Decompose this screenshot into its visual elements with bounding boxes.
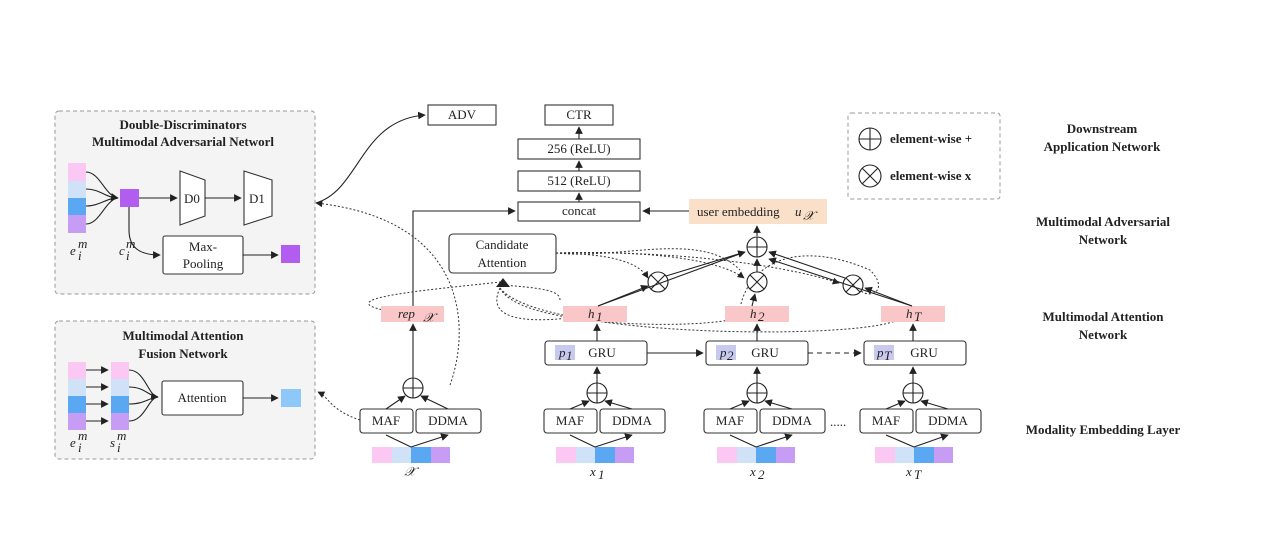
svg-text:DDMA: DDMA (428, 413, 468, 428)
discriminator-d1 (243, 170, 273, 226)
svg-text:p: p (719, 345, 727, 360)
svg-text:i: i (78, 248, 82, 263)
svg-text:i: i (126, 248, 130, 263)
svg-text:T: T (914, 467, 922, 482)
svg-text:e: e (70, 435, 76, 450)
svg-text:GRU: GRU (910, 345, 938, 360)
input-xT: x T (875, 435, 953, 482)
hidden-h1 (563, 306, 627, 322)
svg-text:GRU: GRU (588, 345, 616, 360)
svg-text:e: e (70, 243, 76, 258)
svg-text:MAF: MAF (872, 413, 900, 428)
svg-text:Multimodal Attention: Multimodal Attention (1043, 309, 1165, 324)
user-embedding-label: user embedding (697, 204, 780, 219)
attention-output (281, 389, 301, 407)
att-s-stack (111, 362, 129, 430)
svg-text:i: i (78, 440, 82, 455)
legend-plus: element-wise + (890, 131, 972, 146)
ctr-box (544, 104, 614, 126)
svg-text:concat: concat (562, 203, 596, 218)
svg-text:h: h (588, 306, 595, 321)
adv-embedding-stack (68, 163, 86, 233)
stepT-modules: MAF DDMA (859, 399, 982, 434)
svg-text:h: h (750, 306, 757, 321)
svg-text:Pooling: Pooling (183, 256, 224, 271)
svg-text:MAF: MAF (556, 413, 584, 428)
svg-text:D0: D0 (184, 191, 200, 206)
adv-box (427, 104, 497, 126)
svg-text:𝒳: 𝒳 (404, 464, 419, 479)
ellipsis: ..... (830, 414, 846, 429)
svg-text:u: u (795, 204, 802, 219)
adv-panel-title-1: Double-Discriminators (119, 117, 246, 132)
step1-modules: MAF DDMA (543, 399, 666, 434)
svg-text:Fusion Network: Fusion Network (138, 346, 228, 361)
svg-text:m: m (78, 428, 87, 443)
svg-text:Network: Network (1079, 232, 1128, 247)
svg-text:D1: D1 (249, 191, 265, 206)
svg-text:c: c (119, 243, 125, 258)
step2-modules: MAF DDMA (703, 399, 826, 434)
svg-text:m: m (126, 236, 135, 251)
maxpool-output (281, 245, 300, 263)
svg-text:DDMA: DDMA (612, 413, 652, 428)
svg-text:Multimodal Attention: Multimodal Attention (123, 328, 245, 343)
svg-text:Max-: Max- (189, 239, 217, 254)
discriminator-d0 (179, 170, 206, 226)
svg-text:x: x (749, 464, 756, 479)
svg-text:x: x (589, 464, 596, 479)
svg-text:Application Network: Application Network (1044, 139, 1161, 154)
svg-text:2: 2 (727, 348, 734, 363)
svg-text:h: h (906, 306, 913, 321)
svg-text:s: s (110, 435, 115, 450)
svg-text:CTR: CTR (566, 107, 592, 122)
svg-text:1: 1 (596, 309, 603, 324)
svg-text:1: 1 (598, 467, 605, 482)
svg-text:m: m (117, 428, 126, 443)
svg-text:DDMA: DDMA (772, 413, 812, 428)
svg-text:Attention: Attention (477, 255, 527, 270)
adversarial-panel: Double-Discriminators Multimodal Adversa… (54, 110, 316, 295)
svg-text:p: p (876, 345, 884, 360)
attention-fusion-panel: Multimodal Attention Fusion Network Atte… (54, 320, 316, 460)
input-x2: x 2 (717, 435, 795, 482)
svg-text:Network: Network (1079, 327, 1128, 342)
svg-text:Multimodal Adversarial: Multimodal Adversarial (1036, 214, 1170, 229)
svg-text:512 (ReLU): 512 (ReLU) (547, 173, 610, 188)
rep-x-box (381, 306, 444, 322)
svg-text:ADV: ADV (448, 107, 477, 122)
svg-text:GRU: GRU (751, 345, 779, 360)
legend: element-wise + element-wise x (847, 112, 1001, 200)
candidate-modules: MAF DDMA (359, 395, 482, 434)
svg-text:256 (ReLU): 256 (ReLU) (547, 141, 610, 156)
svg-text:m: m (78, 236, 87, 251)
legend-times: element-wise x (890, 168, 972, 183)
svg-text:2: 2 (758, 309, 765, 324)
svg-text:Downstream: Downstream (1067, 121, 1138, 136)
svg-text:Attention: Attention (177, 390, 227, 405)
svg-text:1: 1 (566, 348, 573, 363)
svg-text:2: 2 (758, 467, 765, 482)
hidden-hT (881, 306, 945, 322)
svg-text:T: T (884, 348, 892, 363)
svg-text:MAF: MAF (716, 413, 744, 428)
input-x1: x 1 (556, 435, 634, 482)
svg-text:DDMA: DDMA (928, 413, 968, 428)
user-embedding-box (689, 199, 827, 224)
layer-labels: Downstream Application Network Multimoda… (1026, 121, 1181, 437)
hidden-h2 (725, 306, 789, 322)
svg-text:T: T (914, 309, 922, 324)
svg-text:Candidate: Candidate (476, 237, 529, 252)
svg-text:rep: rep (398, 306, 415, 321)
input-candidate: 𝒳 (372, 435, 450, 479)
adv-panel-title-2: Multimodal Adversarial Networl (92, 134, 274, 149)
svg-text:MAF: MAF (372, 413, 400, 428)
svg-text:Modality Embedding Layer: Modality Embedding Layer (1026, 422, 1181, 437)
adv-fused-vector (120, 189, 139, 207)
att-e-stack (68, 362, 86, 430)
svg-text:x: x (905, 464, 912, 479)
svg-text:p: p (558, 345, 566, 360)
svg-text:i: i (117, 440, 121, 455)
